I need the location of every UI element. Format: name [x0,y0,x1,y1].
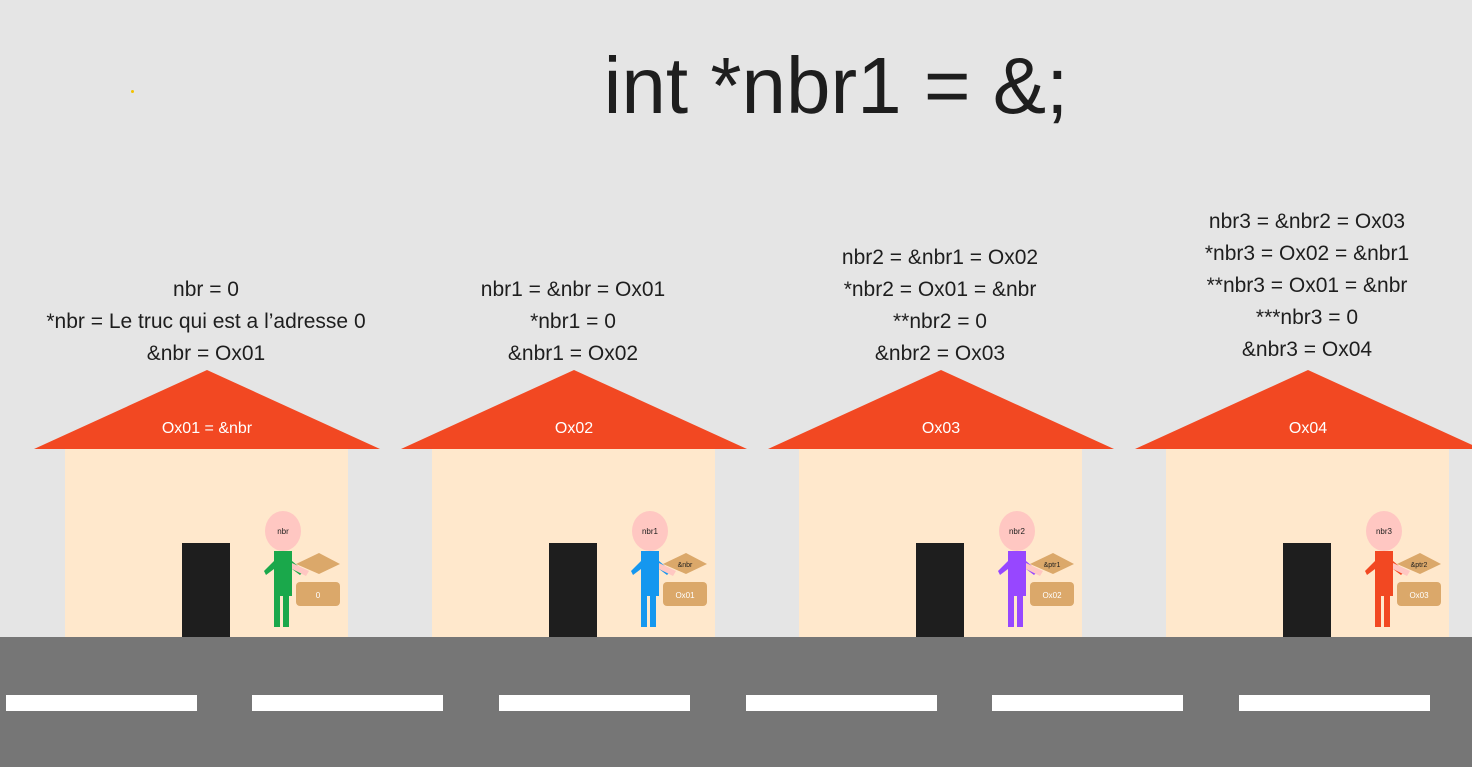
label-line: &nbr3 = Ox04 [1241,338,1373,361]
road-stripe [6,695,197,711]
house-2-labels: nbr1 = &nbr = Ox01 *nbr1 = 0 &nbr1 = Ox0… [373,274,773,370]
road [0,637,1472,767]
house-2-drawing: nbr1 &nbr Ox01 [401,370,747,638]
road-stripe [252,695,443,711]
house-4-labels: nbr3 = &nbr2 = Ox03 *nbr3 = Ox02 = &nbr1… [1107,206,1472,366]
envelope-label: &nbr [678,562,693,569]
roof [401,370,747,449]
box-label: Ox01 [675,591,695,600]
label-line: nbr3 = &nbr2 = Ox03 [1208,210,1406,233]
door [1283,543,1331,638]
label-line: *nbr1 = 0 [530,310,616,333]
road-stripe [746,695,937,711]
box-label: 0 [316,591,321,600]
door [182,543,230,638]
person: nbr2 &ptr1 Ox02 [998,511,1074,627]
arm [659,563,676,576]
label-line: nbr = 0 [173,278,239,301]
label-line: &nbr2 = Ox03 [874,342,1006,365]
envelope [1397,553,1441,574]
house-3-drawing: nbr2 &ptr1 Ox02 [768,370,1114,638]
label-line: *nbr = Le truc qui est a l’adresse 0 [46,310,366,333]
house-4-drawing: nbr3 &ptr2 Ox03 [1135,370,1472,638]
roof-label: Ox03 [921,420,961,437]
road-stripe [1239,695,1430,711]
roof-label: Ox02 [554,420,594,437]
label-line: **nbr2 = 0 [893,310,987,333]
house-4: nbr3 &ptr2 Ox03 Ox04 [1135,370,1472,638]
roof [34,370,380,449]
house-3-labels: nbr2 = &nbr1 = Ox02 *nbr2 = Ox01 = &nbr … [740,242,1140,370]
envelope [296,553,340,574]
person-name: nbr2 [1009,527,1026,536]
house-1-labels: nbr = 0 *nbr = Le truc qui est a l’adres… [6,274,406,370]
roof-label: Ox04 [1288,420,1328,437]
label-line: **nbr3 = Ox01 = &nbr [1206,274,1408,297]
label-line: &nbr = Ox01 [146,342,266,365]
label-line: *nbr3 = Ox02 = &nbr1 [1204,242,1410,265]
label-line: *nbr2 = Ox01 = &nbr [843,278,1037,301]
person-head [265,511,301,551]
roof [1135,370,1472,449]
page-title: int *nbr1 = &; [603,41,1069,130]
person-head [632,511,668,551]
envelope [1030,553,1074,574]
parcel-box [663,582,707,606]
house-1: nbr 0 Ox01 = &nbr [34,370,380,638]
label-line: nbr1 = &nbr = Ox01 [480,278,666,301]
box-label: Ox03 [1409,591,1429,600]
house-3: nbr2 &ptr1 Ox02 Ox03 [768,370,1114,638]
label-line: &nbr1 = Ox02 [507,342,639,365]
arm [1026,563,1043,576]
label-line: ***nbr3 = 0 [1255,306,1359,329]
parcel-box [1397,582,1441,606]
person-head [1366,511,1402,551]
envelope-label: &ptr2 [1411,562,1428,569]
envelope [663,553,707,574]
house-1-drawing: nbr 0 [34,370,380,638]
envelope-label: &ptr1 [1044,562,1061,569]
door [916,543,964,638]
door [549,543,597,638]
house-2: nbr1 &nbr Ox01 Ox02 [401,370,747,638]
person-head [999,511,1035,551]
person-name: nbr1 [642,527,659,536]
arm [292,563,309,576]
person: nbr3 &ptr2 Ox03 [1365,511,1441,627]
roof-label: Ox01 = &nbr [161,420,253,437]
arm [1393,563,1410,576]
parcel-box [1030,582,1074,606]
person: nbr 0 [264,511,340,627]
parcel-box [296,582,340,606]
box-label: Ox02 [1042,591,1062,600]
person: nbr1 &nbr Ox01 [631,511,707,627]
roof [768,370,1114,449]
road-stripe [499,695,690,711]
road-stripe [992,695,1183,711]
person-name: nbr3 [1376,527,1393,536]
person-name: nbr [277,527,289,536]
label-line: nbr2 = &nbr1 = Ox02 [841,246,1039,269]
decorative-dot [131,90,134,93]
